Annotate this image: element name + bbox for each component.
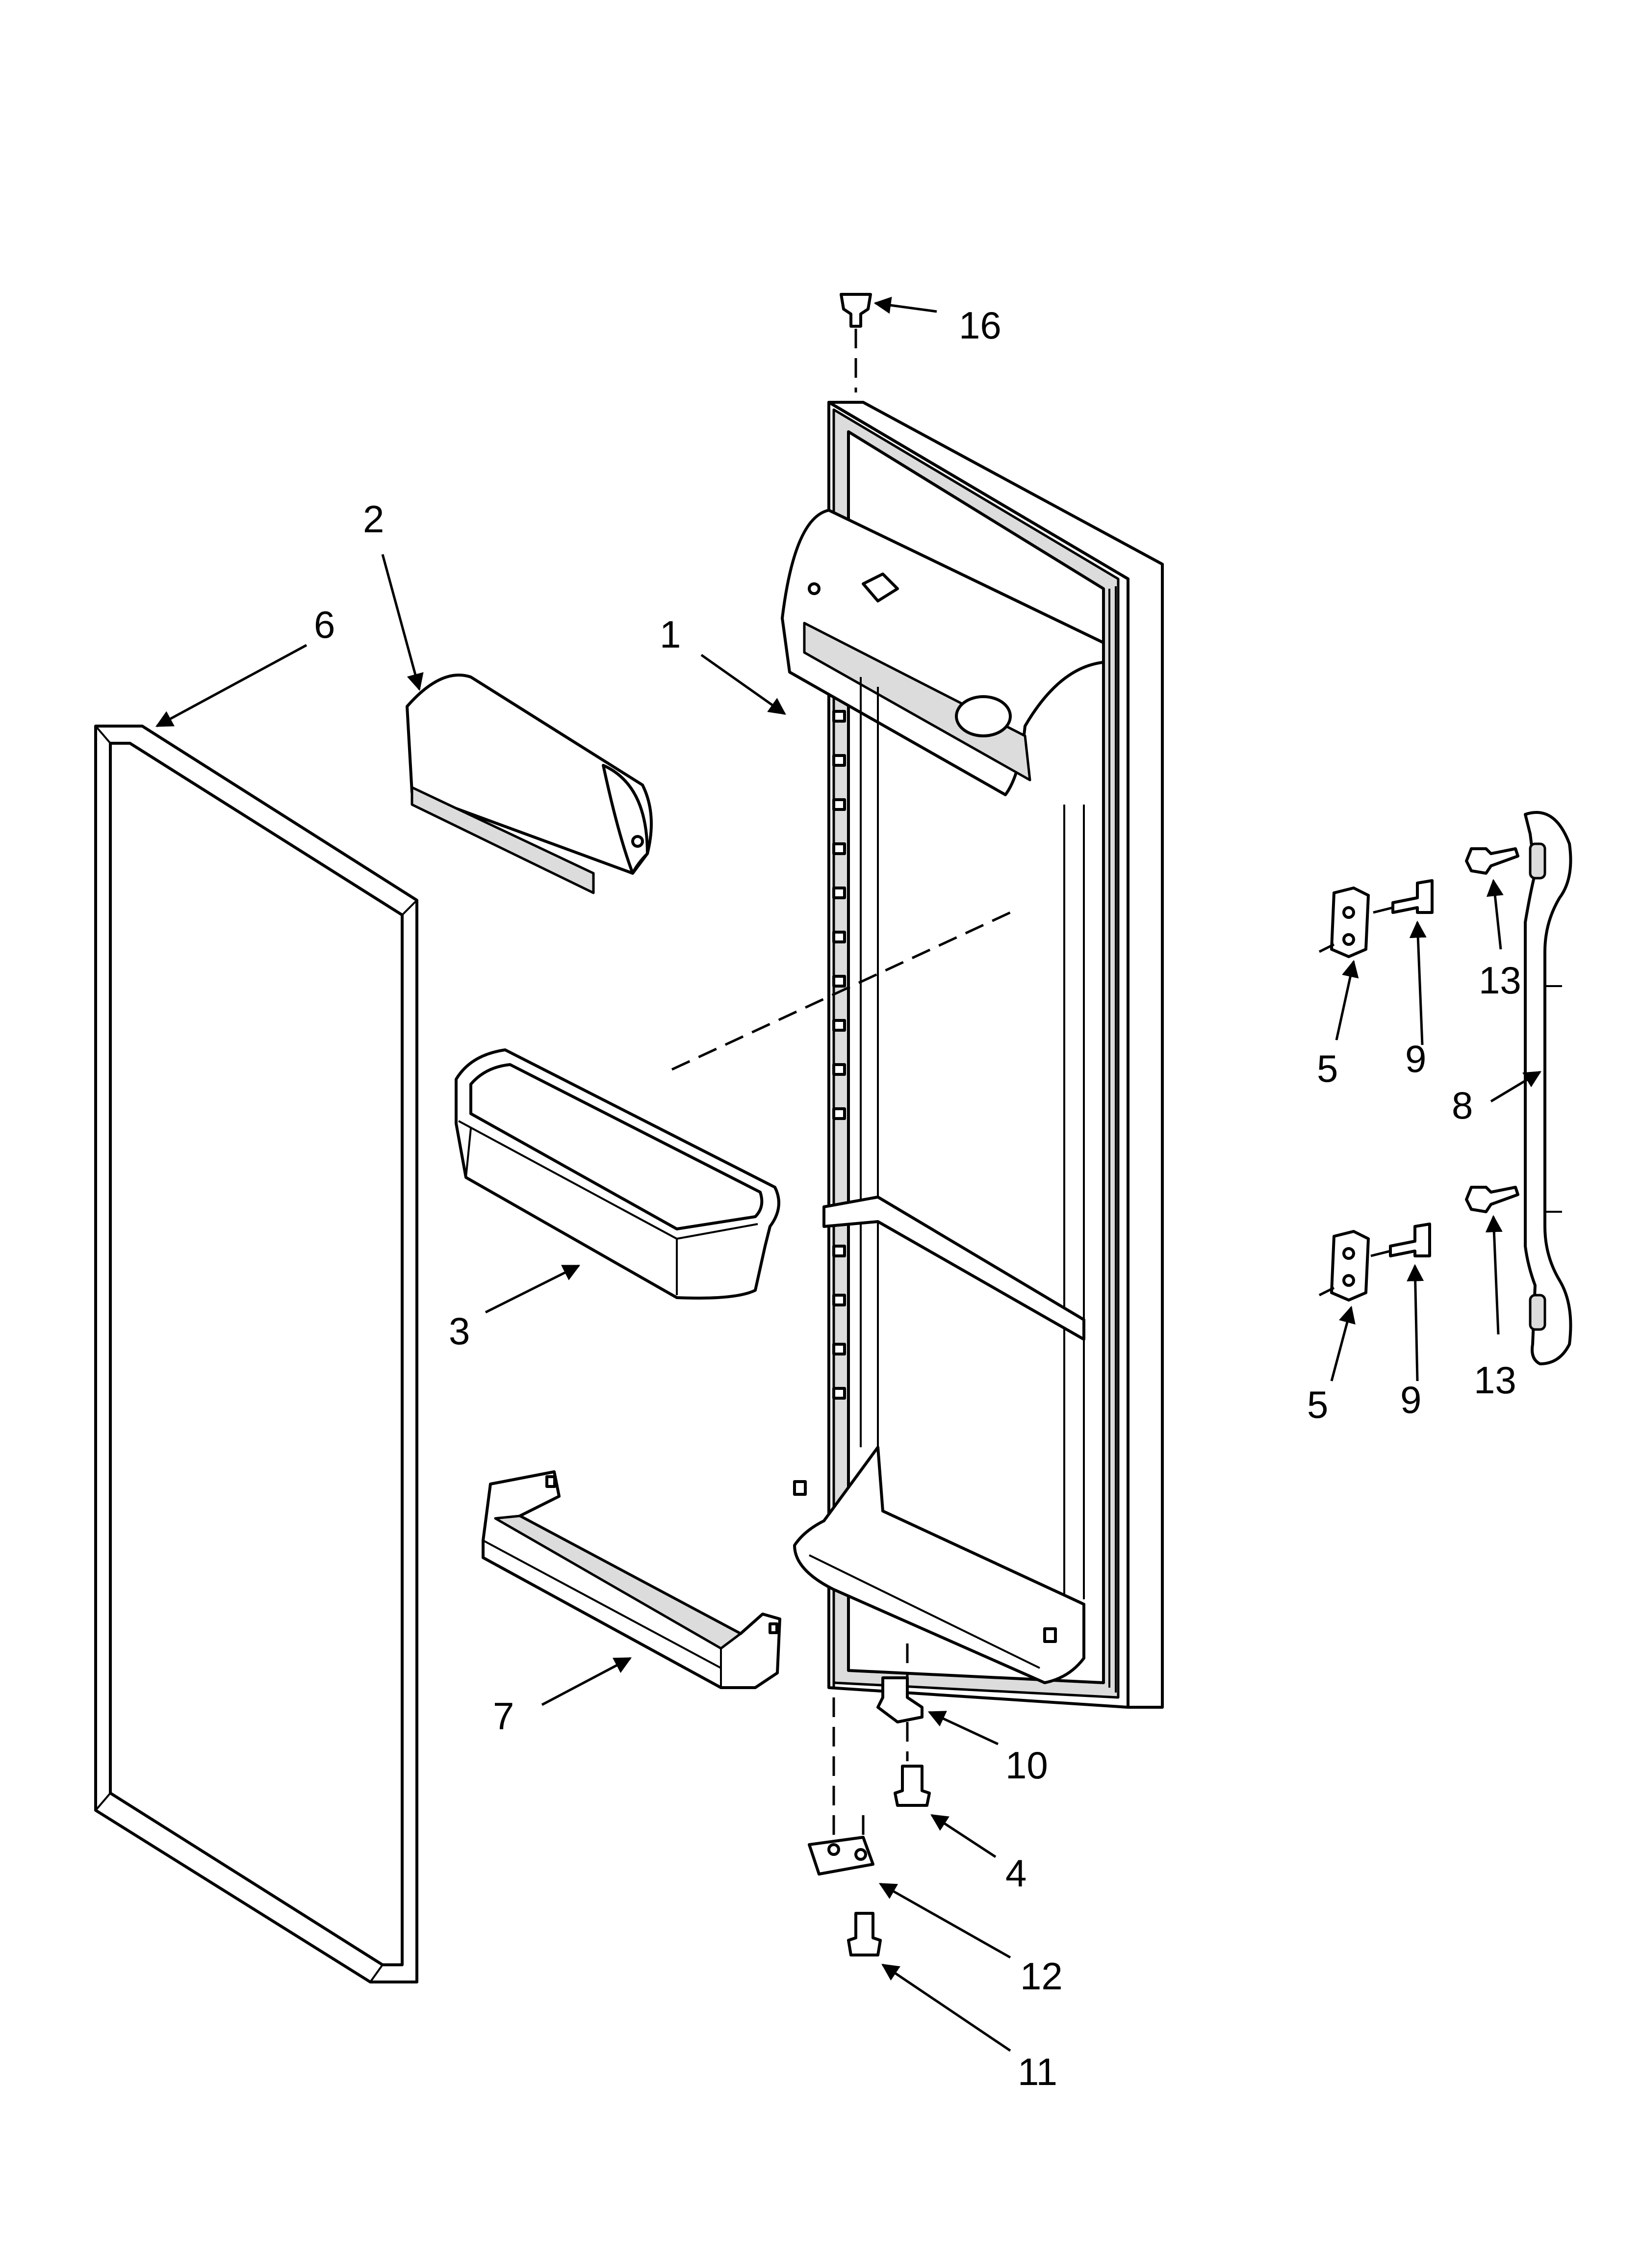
upper-handle-bracket-part <box>1318 886 1370 958</box>
callout-9-lower: 9 <box>1400 1378 1421 1421</box>
callout-4: 4 <box>1005 1851 1026 1895</box>
callout-6: 6 <box>314 603 335 646</box>
hinge-screw-part <box>894 1765 931 1807</box>
shelf-retainer-tabs <box>793 710 1057 1643</box>
callout-9-upper: 9 <box>1405 1037 1426 1080</box>
callout-11: 11 <box>1018 2050 1057 2093</box>
hinge-cam-part <box>808 1639 874 1876</box>
callout-5-lower: 5 <box>1307 1383 1328 1426</box>
lower-handle-screw-part <box>1465 1186 1519 1213</box>
door-bin-part <box>455 1048 780 1300</box>
leader-arrows <box>155 296 1542 2052</box>
callout-10: 10 <box>1005 1744 1048 1787</box>
door-shelf-rail-part <box>482 1470 781 1689</box>
upper-handle-stud-part <box>1373 879 1434 914</box>
cam-screw-part <box>847 1912 882 1956</box>
callout-5-upper: 5 <box>1317 1047 1338 1090</box>
callout-2: 2 <box>363 497 384 541</box>
door-gasket-part <box>94 725 418 1983</box>
upper-handle-screw-part <box>1465 847 1519 875</box>
lower-handle-bracket-part <box>1318 1230 1370 1302</box>
door-assembly-part <box>781 401 1164 1709</box>
callout-13-lower: 13 <box>1474 1358 1516 1402</box>
callout-1: 1 <box>660 613 681 656</box>
door-handle-part <box>1524 811 1572 1365</box>
callout-7: 7 <box>493 1694 514 1738</box>
callout-8: 8 <box>1452 1084 1473 1127</box>
hinge-bracket-part <box>876 1643 924 1761</box>
callout-16: 16 <box>959 304 1001 347</box>
bin-assembly-line <box>671 911 1011 1071</box>
dairy-door-cover-part <box>406 674 653 894</box>
callout-3: 3 <box>449 1309 470 1353</box>
callout-13-upper: 13 <box>1479 959 1521 1002</box>
lower-handle-stud-part <box>1370 1223 1431 1257</box>
callout-labels: 16 2 6 1 3 7 10 4 12 11 5 9 13 8 5 9 13 <box>314 304 1521 2093</box>
plug-button-part <box>840 293 872 392</box>
callout-12: 12 <box>1020 1955 1063 1998</box>
